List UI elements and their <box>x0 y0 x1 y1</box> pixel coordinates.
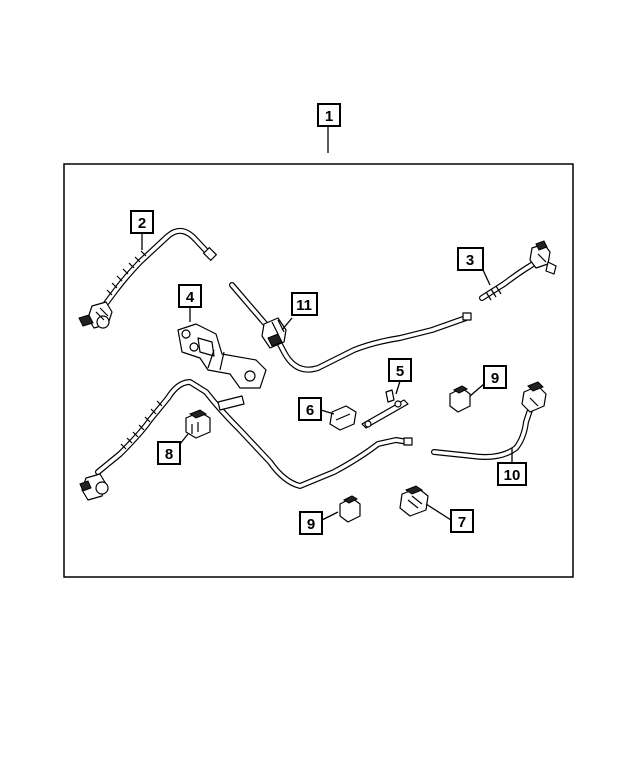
callout-8[interactable]: 8 <box>157 433 189 465</box>
callout-5[interactable]: 5 <box>388 358 412 395</box>
callout-10-label: 10 <box>504 467 521 484</box>
callout-9-upper[interactable]: 9 <box>469 365 507 397</box>
callout-9-lower[interactable]: 9 <box>299 511 339 535</box>
part-10-hose <box>431 381 547 460</box>
callout-3-label: 3 <box>466 252 474 269</box>
callout-5-label: 5 <box>396 363 404 380</box>
callout-10[interactable]: 10 <box>497 448 527 486</box>
callout-6[interactable]: 6 <box>298 397 335 421</box>
callout-11-label: 11 <box>296 297 312 314</box>
callout-7-label: 7 <box>458 514 466 531</box>
callout-2[interactable]: 2 <box>130 210 154 250</box>
callout-6-label: 6 <box>306 402 314 419</box>
assembly-frame <box>63 163 574 578</box>
callout-7[interactable]: 7 <box>425 503 474 533</box>
callout-2-label: 2 <box>138 215 146 232</box>
callout-8-label: 8 <box>165 446 173 463</box>
callout-4[interactable]: 4 <box>178 284 202 322</box>
callout-3[interactable]: 3 <box>457 247 491 286</box>
part-4-bracket <box>177 323 267 389</box>
callout-1[interactable]: 1 <box>317 103 341 153</box>
part-8-connector <box>185 409 211 439</box>
part-11-clip <box>261 317 287 349</box>
callout-9a-label: 9 <box>491 370 499 387</box>
callout-4-label: 4 <box>186 289 195 306</box>
part-6-clip <box>329 405 357 431</box>
callout-9b-label: 9 <box>307 516 315 533</box>
callout-1-label: 1 <box>325 108 333 125</box>
part-9-clip-lower <box>339 495 361 523</box>
part-7-connector <box>399 485 429 517</box>
part-3-hose <box>479 240 557 301</box>
part-2-hose <box>78 227 217 329</box>
part-5-bracket <box>361 389 409 429</box>
callout-11[interactable]: 11 <box>281 292 318 331</box>
lower-main-hose <box>79 379 413 501</box>
part-9-clip-upper <box>449 385 471 413</box>
